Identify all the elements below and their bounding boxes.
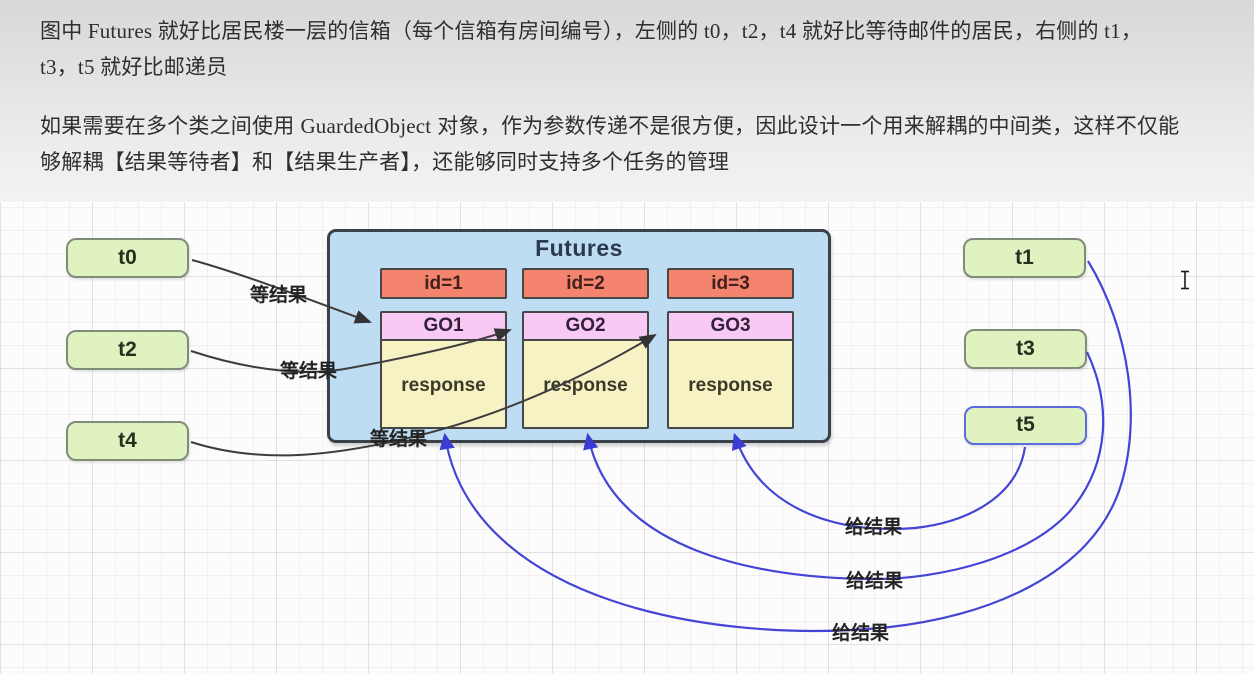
thread-box-t0: t0 bbox=[66, 238, 189, 278]
thread-label: t1 bbox=[1015, 246, 1034, 269]
go-label: GO2 bbox=[524, 313, 647, 341]
give-result-label-1: 给结果 bbox=[845, 517, 903, 538]
paragraph-futures-mailbox: 图中 Futures 就好比居民楼一层的信箱（每个信箱有房间编号），左侧的 t0… bbox=[40, 13, 1180, 85]
thread-box-t4: t4 bbox=[66, 421, 189, 461]
response-label: response bbox=[401, 375, 486, 396]
thread-box-t1: t1 bbox=[963, 238, 1086, 278]
paragraph-text: 图中 Futures 就好比居民楼一层的信箱（每个信箱有房间编号），左侧的 t0… bbox=[40, 19, 1143, 79]
guarded-object-box: GO3 response bbox=[667, 311, 794, 429]
wait-result-label-1: 等结果 bbox=[250, 285, 308, 306]
thread-label: t0 bbox=[118, 246, 137, 269]
paragraph-text-before: 如果需要在多个类之间使用 bbox=[40, 115, 301, 138]
paragraph-guardedobject: 如果需要在多个类之间使用 GuardedObject 对象，作为参数传递不是很方… bbox=[40, 108, 1180, 181]
guardedobject-term: GuardedObject bbox=[300, 114, 432, 138]
response-label: response bbox=[688, 375, 773, 396]
thread-box-t3: t3 bbox=[964, 329, 1087, 369]
paragraph-text-after: 对象，作为参数传递不是很方便，因此设计一个用来解耦的中间类，这样不仅能够解耦【结… bbox=[40, 115, 1180, 174]
guarded-object-box: GO2 response bbox=[522, 311, 649, 429]
wait-result-label-2: 等结果 bbox=[280, 361, 338, 382]
future-id-box: id=3 bbox=[667, 268, 794, 299]
thread-label: t3 bbox=[1016, 337, 1035, 360]
future-id-box: id=2 bbox=[522, 268, 649, 299]
go-label: GO3 bbox=[669, 313, 792, 341]
future-id-box: id=1 bbox=[380, 268, 507, 299]
guarded-object-box: GO1 response bbox=[380, 311, 507, 429]
response-label: response bbox=[543, 375, 628, 396]
futures-panel-title: Futures bbox=[535, 235, 623, 261]
wait-result-label-3: 等结果 bbox=[370, 429, 428, 450]
thread-box-t5-highlighted: t5 bbox=[964, 406, 1087, 445]
text-cursor-ibeam bbox=[1181, 270, 1189, 290]
thread-label: t4 bbox=[118, 429, 137, 452]
give-result-label-3: 给结果 bbox=[832, 623, 890, 644]
futures-panel: Futures id=1 GO1 response id=2 GO2 respo… bbox=[327, 229, 831, 443]
thread-label: t5 bbox=[1016, 413, 1035, 436]
thread-label: t2 bbox=[118, 338, 137, 361]
explanation-text-area: 图中 Futures 就好比居民楼一层的信箱（每个信箱有房间编号），左侧的 t0… bbox=[0, 0, 1254, 202]
go-label: GO1 bbox=[382, 313, 505, 341]
thread-box-t2: t2 bbox=[66, 330, 189, 370]
give-result-label-2: 给结果 bbox=[846, 571, 904, 592]
